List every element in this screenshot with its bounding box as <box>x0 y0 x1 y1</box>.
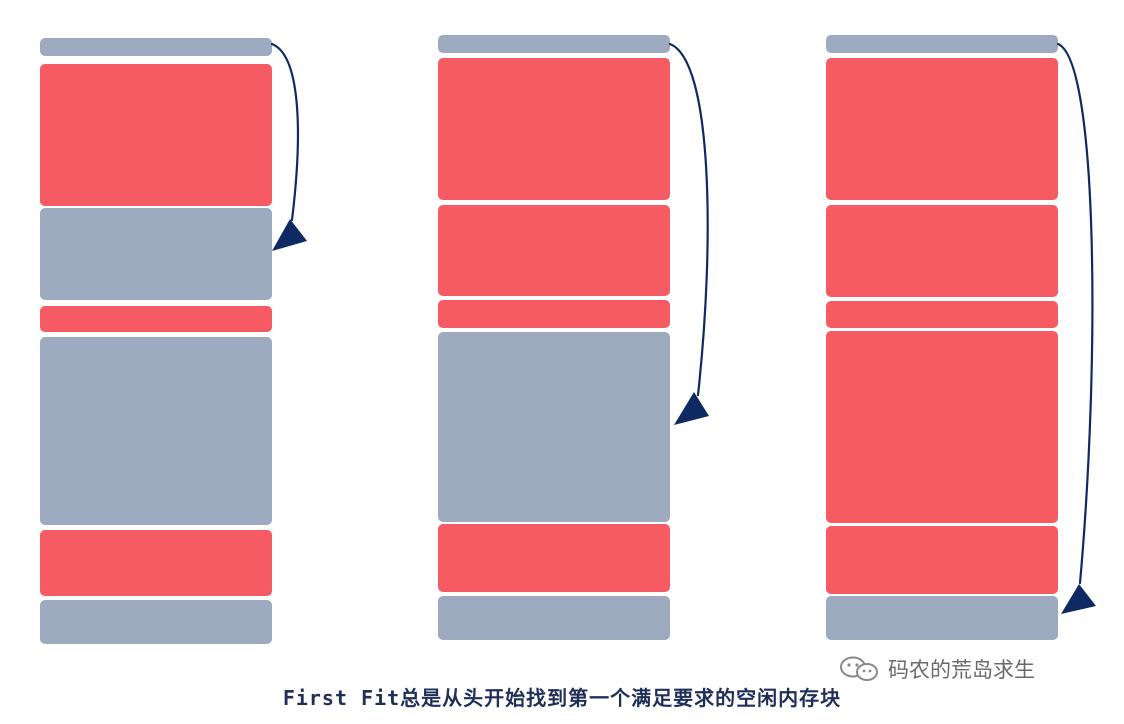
search-arrow-2 <box>668 42 709 425</box>
free-block <box>826 596 1058 640</box>
free-block <box>438 35 670 53</box>
used-block <box>438 205 670 296</box>
used-block <box>40 530 272 596</box>
free-block <box>40 38 272 56</box>
used-block <box>40 64 272 206</box>
watermark-text: 码农的荒岛求生 <box>888 658 1035 682</box>
free-block <box>40 337 272 525</box>
arrow-head <box>674 392 709 425</box>
free-block <box>40 208 272 300</box>
used-block <box>438 524 670 592</box>
free-block <box>826 35 1058 53</box>
used-block <box>826 331 1058 523</box>
used-block <box>438 300 670 328</box>
memory-column-2 <box>438 35 670 640</box>
free-block <box>40 600 272 644</box>
search-arrow-1 <box>270 42 307 251</box>
free-block <box>438 332 670 522</box>
used-block <box>826 205 1058 297</box>
arrow-line <box>668 42 709 397</box>
watermark: 码农的荒岛求生 <box>838 654 1035 684</box>
used-block <box>826 58 1058 200</box>
memory-column-1 <box>40 38 272 644</box>
arrow-head <box>272 219 307 251</box>
arrow-line <box>1056 42 1094 585</box>
memory-column-3 <box>826 35 1058 640</box>
used-block <box>826 301 1058 328</box>
search-arrow-3 <box>1056 42 1096 614</box>
wechat-icon <box>838 655 882 683</box>
used-block <box>826 526 1058 594</box>
caption: First Fit总是从头开始找到第一个满足要求的空闲内存块 <box>282 686 842 710</box>
used-block <box>40 306 272 332</box>
arrow-line <box>270 42 300 222</box>
arrow-head <box>1061 584 1096 614</box>
used-block <box>438 58 670 200</box>
free-block <box>438 596 670 640</box>
